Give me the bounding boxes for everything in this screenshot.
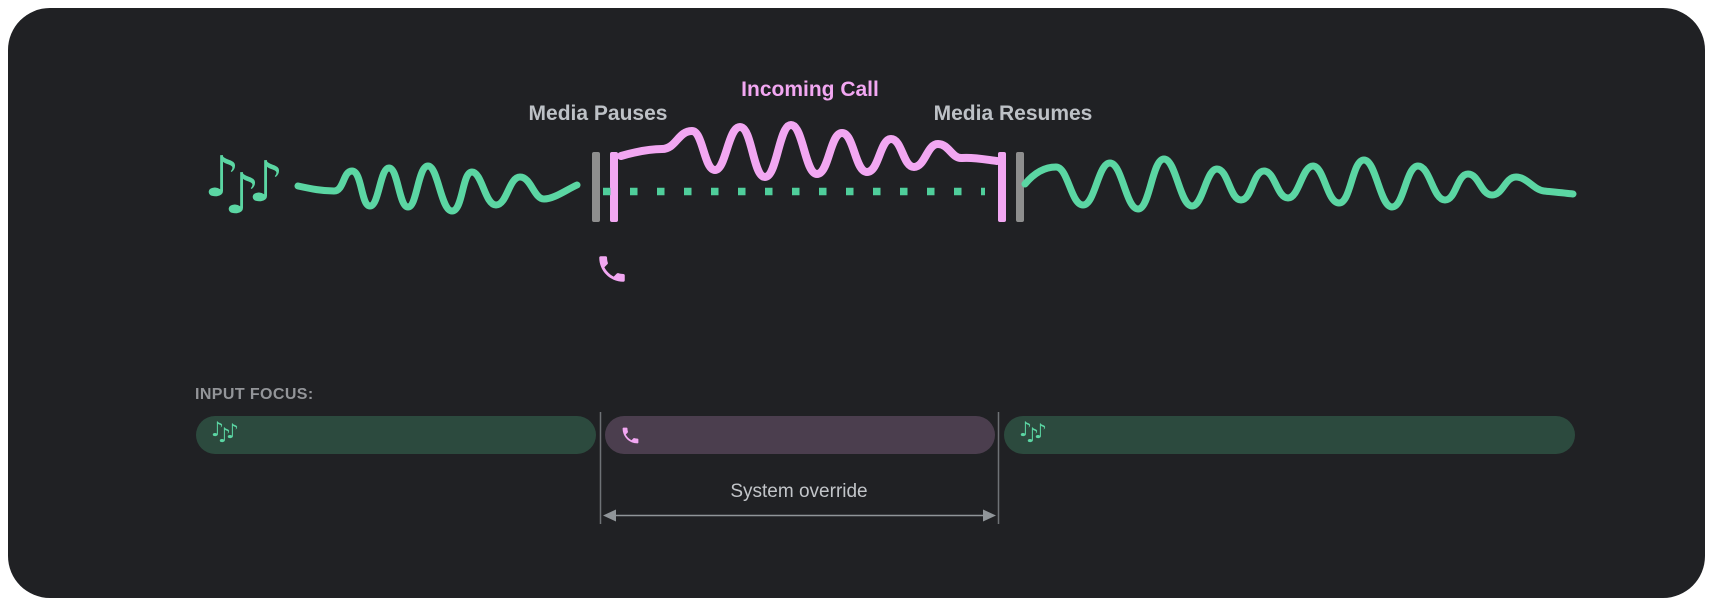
music-note-glyph: ♪ [1026, 423, 1039, 447]
music-note-glyph: ♪ [204, 145, 240, 210]
media-wave-before [294, 162, 581, 215]
music-note-glyph: ♪ [218, 423, 231, 447]
music-notes-icon: ♪ ♪ ♪ [1019, 417, 1049, 448]
resume-bar-gray [1016, 152, 1024, 222]
incoming-call-wave [617, 120, 1001, 182]
pause-bar-pink [610, 152, 618, 222]
music-note-glyph: ♪ [1019, 417, 1032, 441]
music-note-glyph: ♪ [1034, 419, 1047, 443]
music-notes-icon: ♪ ♪ ♪ [211, 417, 241, 448]
system-override-label: System override [730, 481, 868, 502]
media-wave-after [1021, 155, 1577, 213]
music-note-glyph: ♪ [224, 162, 260, 227]
focus-track-incoming-call [605, 416, 995, 454]
pause-bar-gray [592, 152, 600, 222]
focus-track-media-after: ♪ ♪ ♪ [1004, 416, 1575, 454]
input-focus-heading: INPUT FOCUS: [195, 386, 314, 403]
music-note-glyph: ♪ [226, 419, 239, 443]
resume-bar-pink [998, 152, 1006, 222]
phone-icon [595, 252, 629, 291]
music-note-glyph: ♪ [248, 150, 284, 215]
focus-track-media-before: ♪ ♪ ♪ [196, 416, 596, 454]
media-resumes-label: Media Resumes [933, 102, 1093, 125]
phone-icon [622, 427, 639, 443]
system-override-arrow [603, 509, 996, 522]
figure-card [8, 8, 1705, 598]
music-notes-icon: ♪ ♪ ♪ [204, 150, 284, 236]
media-pauses-label: Media Pauses [528, 102, 668, 125]
incoming-call-label: Incoming Call [741, 78, 879, 101]
music-note-glyph: ♪ [211, 417, 224, 441]
